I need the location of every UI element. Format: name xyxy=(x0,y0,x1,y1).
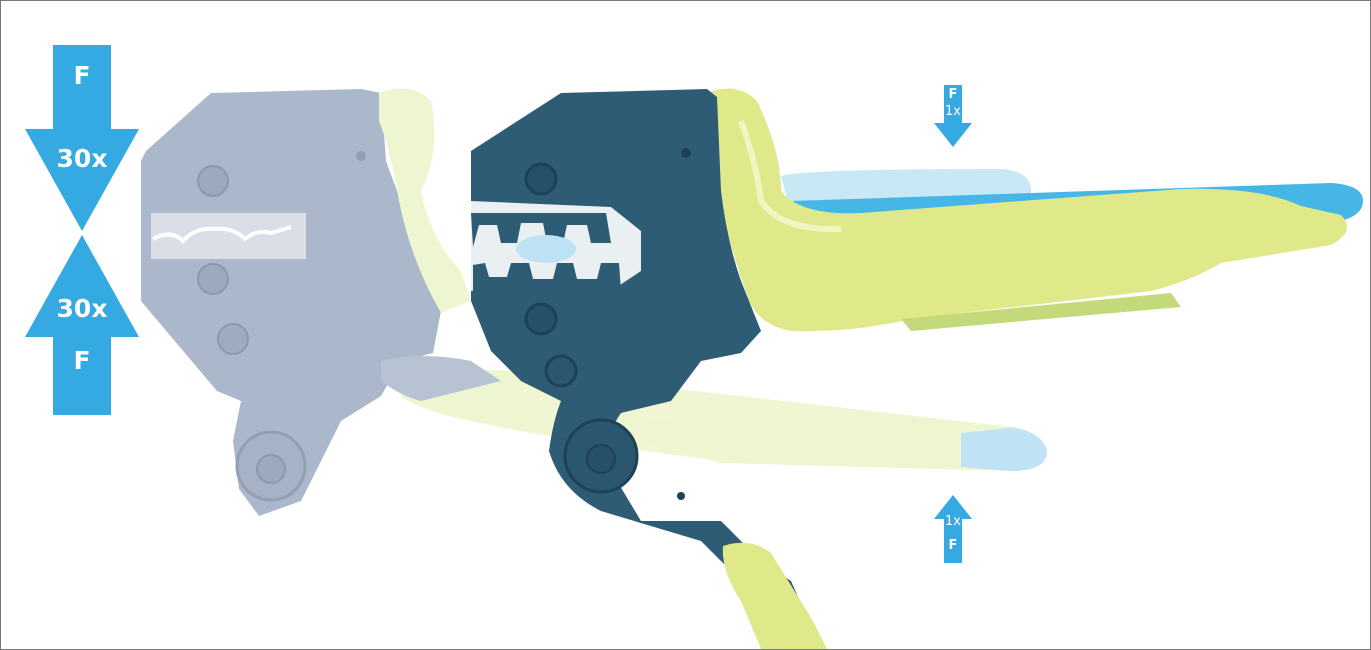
ghost-bolt-mid xyxy=(198,264,228,294)
dark-lower-lever-grip xyxy=(723,543,827,649)
left-bottom-arrow-factor-label: 30x xyxy=(45,296,119,321)
right-top-arrow-f-label: F xyxy=(941,88,965,101)
left-top-arrow-f-label: F xyxy=(53,63,111,88)
right-bottom-arrow-f-label: F xyxy=(941,539,965,552)
left-top-arrow-factor-label: 30x xyxy=(45,146,119,171)
left-bottom-arrow xyxy=(25,235,139,415)
dark-ratchet-screw xyxy=(587,445,615,473)
left-bottom-arrow-f-label: F xyxy=(53,348,111,373)
upper-handle-yellow xyxy=(707,89,1347,332)
dark-die-cavity xyxy=(516,235,576,263)
dark-lever-pin xyxy=(677,492,685,500)
dark-small-pin xyxy=(681,148,691,158)
dark-lever-slot xyxy=(761,536,769,544)
upper-handle-group xyxy=(707,89,1363,332)
ghost-ratchet-screw xyxy=(257,455,285,483)
right-bottom-arrow-factor-label: 1x xyxy=(939,515,967,528)
dark-bolt-mid xyxy=(526,304,556,334)
ghost-bolt-low xyxy=(218,324,248,354)
dark-bolt-top xyxy=(526,164,556,194)
ghost-bolt-top xyxy=(198,166,228,196)
right-top-arrow-factor-label: 1x xyxy=(939,105,967,118)
dark-bolt-low xyxy=(546,356,576,386)
ghost-small-pin xyxy=(356,151,366,161)
